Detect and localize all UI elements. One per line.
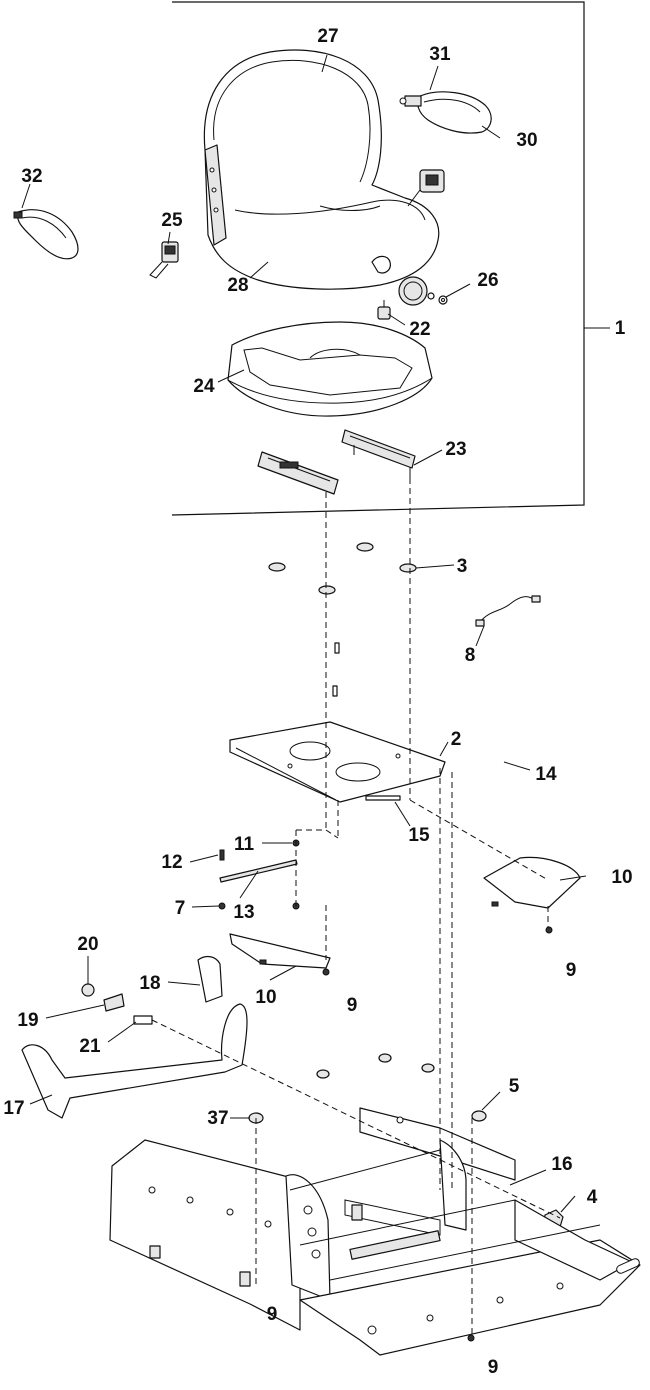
callout-5: 5 bbox=[509, 1076, 520, 1097]
callout-9-right-shield: 9 bbox=[566, 960, 577, 981]
adjustment-knob bbox=[398, 276, 448, 306]
callout-16: 16 bbox=[551, 1154, 572, 1175]
leader-lines bbox=[21, 54, 587, 1213]
seat-belt-buckle bbox=[149, 241, 179, 279]
callout-32: 32 bbox=[21, 166, 42, 187]
seat-cushion bbox=[203, 49, 440, 290]
left-armrest bbox=[13, 209, 79, 260]
seat-adjust-lever bbox=[21, 955, 248, 1119]
callout-2: 2 bbox=[451, 729, 462, 750]
callout-28: 28 bbox=[227, 275, 248, 296]
right-armrest bbox=[399, 91, 492, 134]
rubber-isolators bbox=[268, 542, 417, 697]
callout-9-frame-right: 9 bbox=[488, 1357, 499, 1378]
seat-mounting-plate bbox=[229, 721, 446, 803]
callout-23: 23 bbox=[445, 439, 466, 460]
callout-22: 22 bbox=[409, 319, 430, 340]
callout-3: 3 bbox=[457, 556, 468, 577]
callout-20: 20 bbox=[77, 934, 98, 955]
callout-30: 30 bbox=[516, 130, 537, 151]
callout-14: 14 bbox=[535, 764, 557, 785]
callout-8: 8 bbox=[465, 645, 476, 666]
callout-31: 31 bbox=[429, 44, 451, 65]
seat-switch bbox=[377, 300, 391, 320]
right-shield bbox=[483, 856, 581, 934]
callout-26: 26 bbox=[477, 270, 498, 291]
left-shield bbox=[229, 933, 331, 976]
seat-rod bbox=[218, 839, 300, 910]
callout-18: 18 bbox=[139, 973, 160, 994]
callout-12: 12 bbox=[161, 852, 182, 873]
callout-10-right: 10 bbox=[611, 867, 632, 888]
wire-harness bbox=[475, 595, 541, 627]
callout-25: 25 bbox=[161, 210, 183, 231]
seat-assembly-frame bbox=[171, 1, 610, 516]
callout-10-left: 10 bbox=[255, 987, 276, 1008]
callout-9-left-shield: 9 bbox=[347, 995, 358, 1016]
callout-labels: 27 31 30 32 25 28 26 22 1 24 23 3 8 2 14… bbox=[3, 26, 632, 1378]
seat-slide-rails bbox=[257, 429, 416, 495]
callout-19: 19 bbox=[17, 1010, 38, 1031]
chassis-frame bbox=[109, 1107, 641, 1356]
callout-9-frame-left: 9 bbox=[267, 1304, 278, 1325]
seat-pan bbox=[227, 321, 433, 417]
callout-15: 15 bbox=[408, 825, 430, 846]
callout-7: 7 bbox=[175, 898, 186, 919]
callout-11: 11 bbox=[234, 834, 255, 855]
callout-1: 1 bbox=[615, 318, 626, 339]
callout-17: 17 bbox=[3, 1098, 24, 1119]
seat-belt-retractor bbox=[407, 169, 445, 207]
callout-13: 13 bbox=[233, 902, 254, 923]
callout-37: 37 bbox=[207, 1108, 228, 1129]
callout-24: 24 bbox=[193, 376, 215, 397]
callout-4: 4 bbox=[587, 1187, 598, 1208]
callout-27: 27 bbox=[317, 26, 338, 47]
callout-21: 21 bbox=[79, 1036, 101, 1057]
alignment-lines bbox=[151, 478, 561, 1338]
